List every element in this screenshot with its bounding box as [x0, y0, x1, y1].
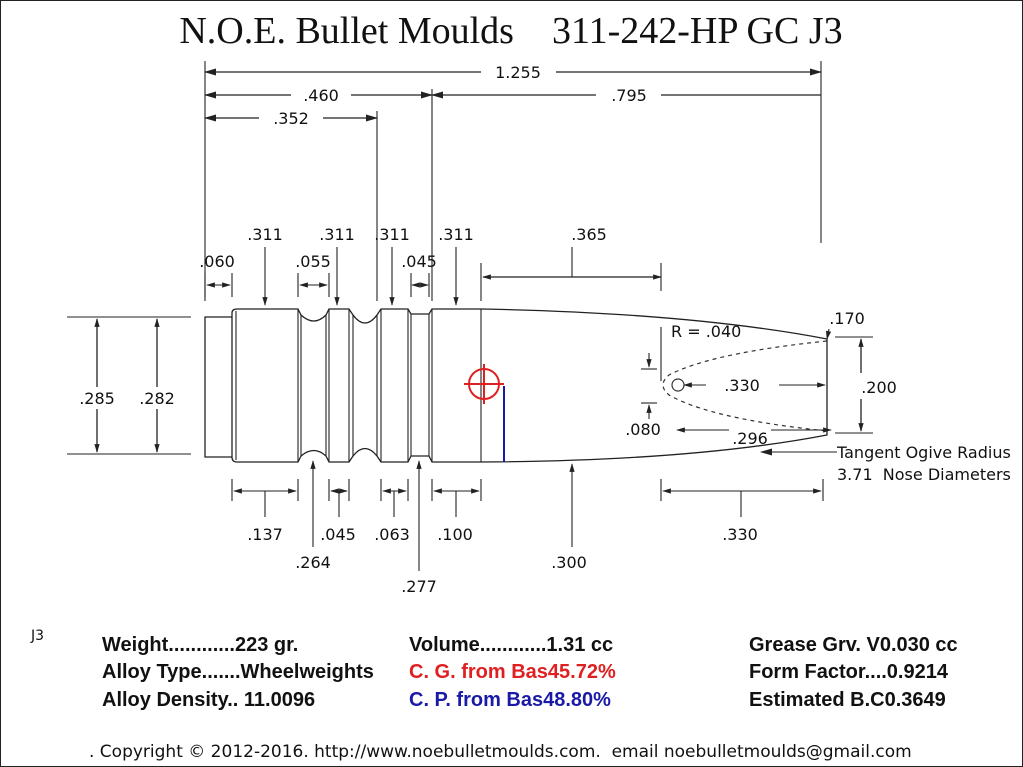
ogive-note-line2: 3.71 Nose Diameters	[837, 465, 1011, 484]
copyright-line: . Copyright © 2012-2016. http://www.noeb…	[89, 742, 912, 762]
dim-460: .460	[303, 86, 339, 105]
design-code: J3	[30, 628, 44, 644]
dim-365: .365	[571, 225, 607, 244]
stat-bc: Estimated B.C0.3649	[749, 689, 946, 711]
left-diameters: .285 .282	[67, 316, 191, 455]
dim-hp-depth: .330	[724, 376, 760, 395]
dim-296: .296	[732, 429, 768, 448]
dim-nose-length: .330	[722, 525, 758, 544]
dim-groove2-width: .045	[401, 252, 437, 271]
dim-hp-mouth: .200	[861, 378, 897, 397]
stat-weight: Weight............223 gr.	[102, 634, 298, 656]
dim-meplat: .170	[829, 309, 865, 328]
stats-panel: Weight............223 gr. Alloy Type....…	[102, 634, 958, 711]
stat-cp: C. P. from Bas48.80%	[409, 689, 611, 711]
top-dimensions: 1.255 .460 .795 .352 .311 .311 .311 .311…	[199, 61, 822, 306]
stat-volume: Volume............1.31 cc	[409, 634, 613, 656]
dim-hp-offset: .080	[625, 420, 661, 439]
bottom-dimensions: .137 .045 .063 .100 .264 .277 .300 .330	[231, 460, 824, 596]
bullet-outline	[204, 308, 828, 463]
dim-hp-radius: R = .040	[671, 322, 741, 341]
dim-band1: .311	[247, 225, 283, 244]
stat-alloy-type: Alloy Type.......Wheelweights	[102, 661, 374, 683]
dim-groove1-diameter: .264	[295, 553, 331, 572]
dim-overall-length: 1.255	[495, 63, 541, 82]
stat-grease: Grease Grv. V0.030 cc	[749, 634, 958, 656]
stat-alloy-density: Alloy Density.. 11.0096	[102, 689, 315, 711]
dim-groove2-diameter: .277	[401, 577, 437, 596]
dim-063: .063	[374, 525, 410, 544]
dim-137: .137	[247, 525, 283, 544]
dim-band2: .311	[319, 225, 355, 244]
dim-body-diameter: .300	[551, 553, 587, 572]
ogive-note-line1: Tangent Ogive Radius	[836, 443, 1011, 462]
dim-groove1-width: .055	[295, 252, 331, 271]
page-title: N.O.E. Bullet Moulds 311-242-HP GC J3	[179, 10, 842, 52]
dim-045: .045	[320, 525, 356, 544]
gas-check	[204, 316, 232, 458]
dim-gas-check-diameter: .285	[79, 389, 115, 408]
dim-352: .352	[273, 109, 309, 128]
dim-795: .795	[611, 86, 647, 105]
dim-band4: .311	[438, 225, 474, 244]
dim-band3: .311	[374, 225, 410, 244]
dim-100: .100	[437, 525, 473, 544]
stat-cg: C. G. from Bas45.72%	[409, 661, 616, 683]
nose-dimensions: .170 R = .040 .080 .330 .200 .296 Tangen…	[625, 309, 1011, 484]
stat-form-factor: Form Factor....0.9214	[749, 661, 949, 683]
dim-gas-check-length: .060	[199, 252, 235, 271]
dim-base-diameter: .282	[139, 389, 175, 408]
cg-marker	[464, 364, 504, 404]
